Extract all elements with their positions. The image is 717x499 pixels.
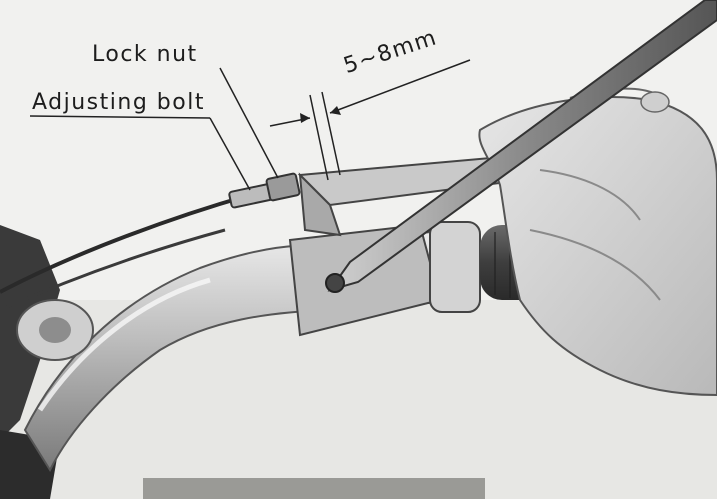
perch-clamp xyxy=(430,222,480,312)
lock-nut xyxy=(266,173,300,201)
lock-nut-label: Lock nut xyxy=(92,44,198,66)
bottom-gray-bar xyxy=(143,478,485,499)
adjusting-bolt-label: Adjusting bolt xyxy=(32,92,205,114)
screwdriver-tip xyxy=(326,274,344,292)
